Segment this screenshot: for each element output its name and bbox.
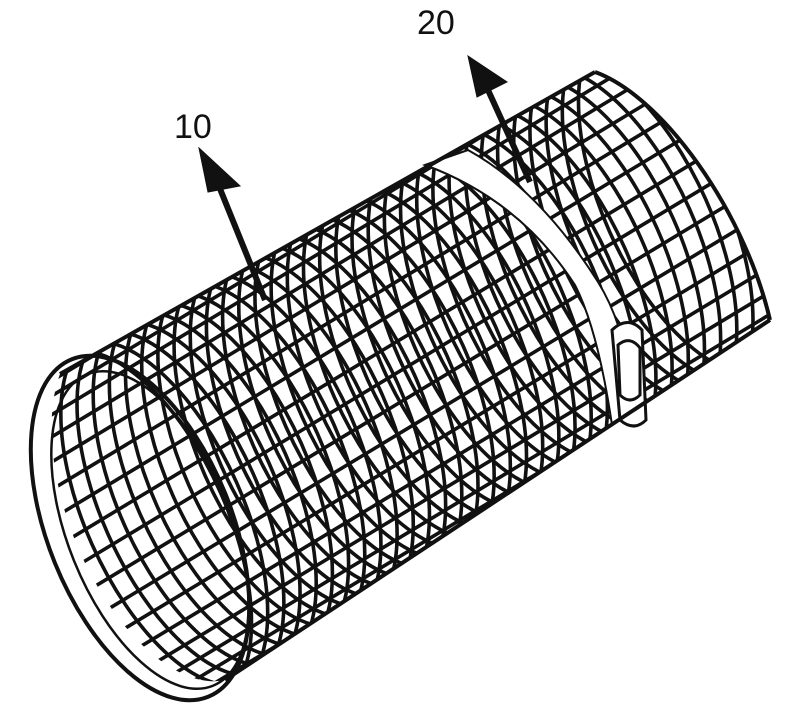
- arrow-head-10: [198, 146, 242, 193]
- mesh-wire: [51, 86, 719, 494]
- mesh-wire: [68, 133, 740, 541]
- mesh-wire: [51, 72, 701, 452]
- callout-label-20: 20: [417, 4, 455, 42]
- clamp-buckle: [610, 321, 648, 428]
- callout-label-10: 10: [174, 108, 212, 146]
- mesh-ring: [576, 72, 771, 376]
- mesh-wire: [137, 289, 771, 682]
- mesh-wire: [129, 272, 771, 680]
- mesh-wire: [90, 183, 762, 591]
- mesh-ring: [560, 72, 771, 385]
- mesh-wire: [111, 230, 771, 638]
- mesh-wire: [51, 72, 710, 472]
- arrow-head-20: [467, 54, 508, 98]
- callout-arrows: [198, 54, 533, 302]
- mesh-wire: [120, 252, 771, 660]
- mesh-wire: [79, 158, 751, 566]
- mesh-wire: [51, 72, 693, 435]
- mesh-wire: [100, 207, 771, 615]
- mesh-wire: [57, 109, 730, 517]
